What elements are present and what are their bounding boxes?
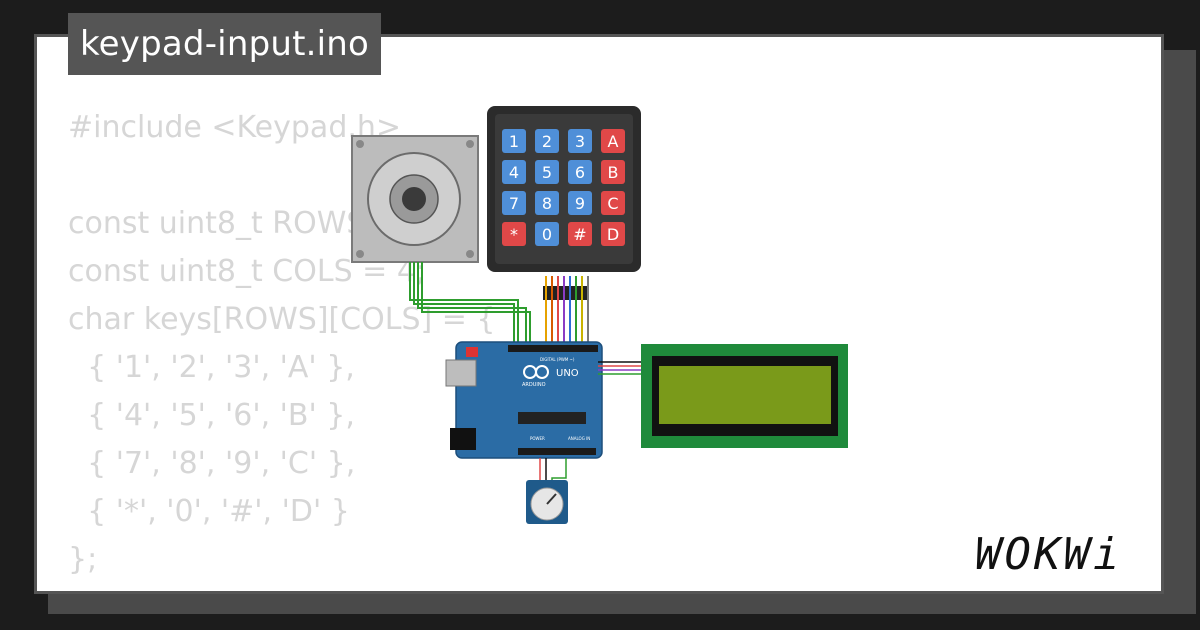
keypad-key-label: 6 xyxy=(575,163,585,182)
keypad-key-9[interactable]: 9 xyxy=(568,191,592,215)
arduino-digital-label: DIGITAL (PWM ~) xyxy=(540,357,575,362)
keypad-key-4[interactable]: 4 xyxy=(502,160,526,184)
keypad-key-label: 9 xyxy=(575,194,585,213)
keypad-key-label: 1 xyxy=(509,132,519,151)
code-line: { '7', '8', '9', 'C' }, xyxy=(68,446,356,481)
keypad-key-label: B xyxy=(608,163,619,182)
keypad-key-bg xyxy=(535,222,559,246)
keypad-key-A[interactable]: A xyxy=(601,129,625,153)
keypad-key-bg xyxy=(502,191,526,215)
keypad-key-bg xyxy=(535,191,559,215)
keypad-key-C[interactable]: C xyxy=(601,191,625,215)
keypad-key-B[interactable]: B xyxy=(601,160,625,184)
keypad-key-8[interactable]: 8 xyxy=(535,191,559,215)
keypad-key-bg xyxy=(502,160,526,184)
keypad-key-label: 0 xyxy=(542,225,552,244)
lcd-wires xyxy=(598,361,648,375)
keypad-key-bg xyxy=(601,222,625,246)
keypad-key-bg xyxy=(568,129,592,153)
potentiometer[interactable] xyxy=(526,480,568,524)
arduino-analog-label: ANALOG IN xyxy=(568,436,590,441)
keypad-key-1[interactable]: 1 xyxy=(502,129,526,153)
circuit-diagram: 1 2 3 A 4 5 6 B 7 8 9 C * 0 # D UNO ARDUINO DIGITAL (PW… xyxy=(351,106,848,524)
keypad-key-bg xyxy=(568,160,592,184)
keypad-4x4[interactable]: 1 2 3 A 4 5 6 B 7 8 9 C * 0 # D xyxy=(487,106,641,300)
keypad-key-bg xyxy=(568,222,592,246)
keypad-key-3[interactable]: 3 xyxy=(568,129,592,153)
code-line: { '1', '2', '3', 'A' }, xyxy=(68,350,355,385)
keypad-key-bg xyxy=(535,160,559,184)
keypad-key-bg xyxy=(502,129,526,153)
keypad-key-#[interactable]: # xyxy=(568,222,592,246)
keypad-key-label: 5 xyxy=(542,163,552,182)
keypad-key-label: D xyxy=(607,225,619,244)
keypad-key-6[interactable]: 6 xyxy=(568,160,592,184)
arduino-model-label: UNO xyxy=(556,368,579,379)
keypad-key-label: 4 xyxy=(509,163,519,182)
arduino-power-label: POWER xyxy=(530,436,545,441)
arduino-brand-label: ARDUINO xyxy=(522,382,546,388)
motor-wires xyxy=(409,262,531,344)
arduino-uno-board[interactable]: UNO ARDUINO DIGITAL (PWM ~) POWER ANALOG… xyxy=(445,341,603,459)
wokwi-logo-text: WOKWi xyxy=(975,529,1123,580)
keypad-key-label: # xyxy=(573,225,586,244)
wokwi-logo: WOKWi xyxy=(975,530,1155,580)
keypad-key-bg xyxy=(601,129,625,153)
keypad-key-label: A xyxy=(608,132,619,151)
keypad-key-D[interactable]: D xyxy=(601,222,625,246)
keypad-key-label: 7 xyxy=(509,194,519,213)
keypad-wires xyxy=(545,276,589,344)
keypad-key-7[interactable]: 7 xyxy=(502,191,526,215)
keypad-key-label: 2 xyxy=(542,132,552,151)
keypad-key-bg xyxy=(535,129,559,153)
project-title-tab: keypad-input.ino xyxy=(68,13,382,75)
keypad-key-label: C xyxy=(607,194,618,213)
keypad-key-label: 8 xyxy=(542,194,552,213)
keypad-key-label: 3 xyxy=(575,132,585,151)
keypad-key-*[interactable]: * xyxy=(502,222,526,246)
code-line: { '*', '0', '#', 'D' } xyxy=(68,494,350,529)
keypad-key-bg xyxy=(502,222,526,246)
keypad-key-bg xyxy=(601,160,625,184)
code-line: const uint8_t COLS = 4; xyxy=(68,254,427,289)
keypad-key-bg xyxy=(568,191,592,215)
code-line: { '4', '5', '6', 'B' }, xyxy=(68,398,355,433)
project-title: keypad-input.ino xyxy=(80,24,370,64)
stepper-motor[interactable] xyxy=(351,135,479,263)
code-line: }; xyxy=(68,542,98,577)
keypad-key-5[interactable]: 5 xyxy=(535,160,559,184)
lcd-display-16x2[interactable] xyxy=(641,344,848,448)
keypad-key-0[interactable]: 0 xyxy=(535,222,559,246)
keypad-key-label: * xyxy=(510,225,518,244)
keypad-key-2[interactable]: 2 xyxy=(535,129,559,153)
keypad-key-bg xyxy=(601,191,625,215)
